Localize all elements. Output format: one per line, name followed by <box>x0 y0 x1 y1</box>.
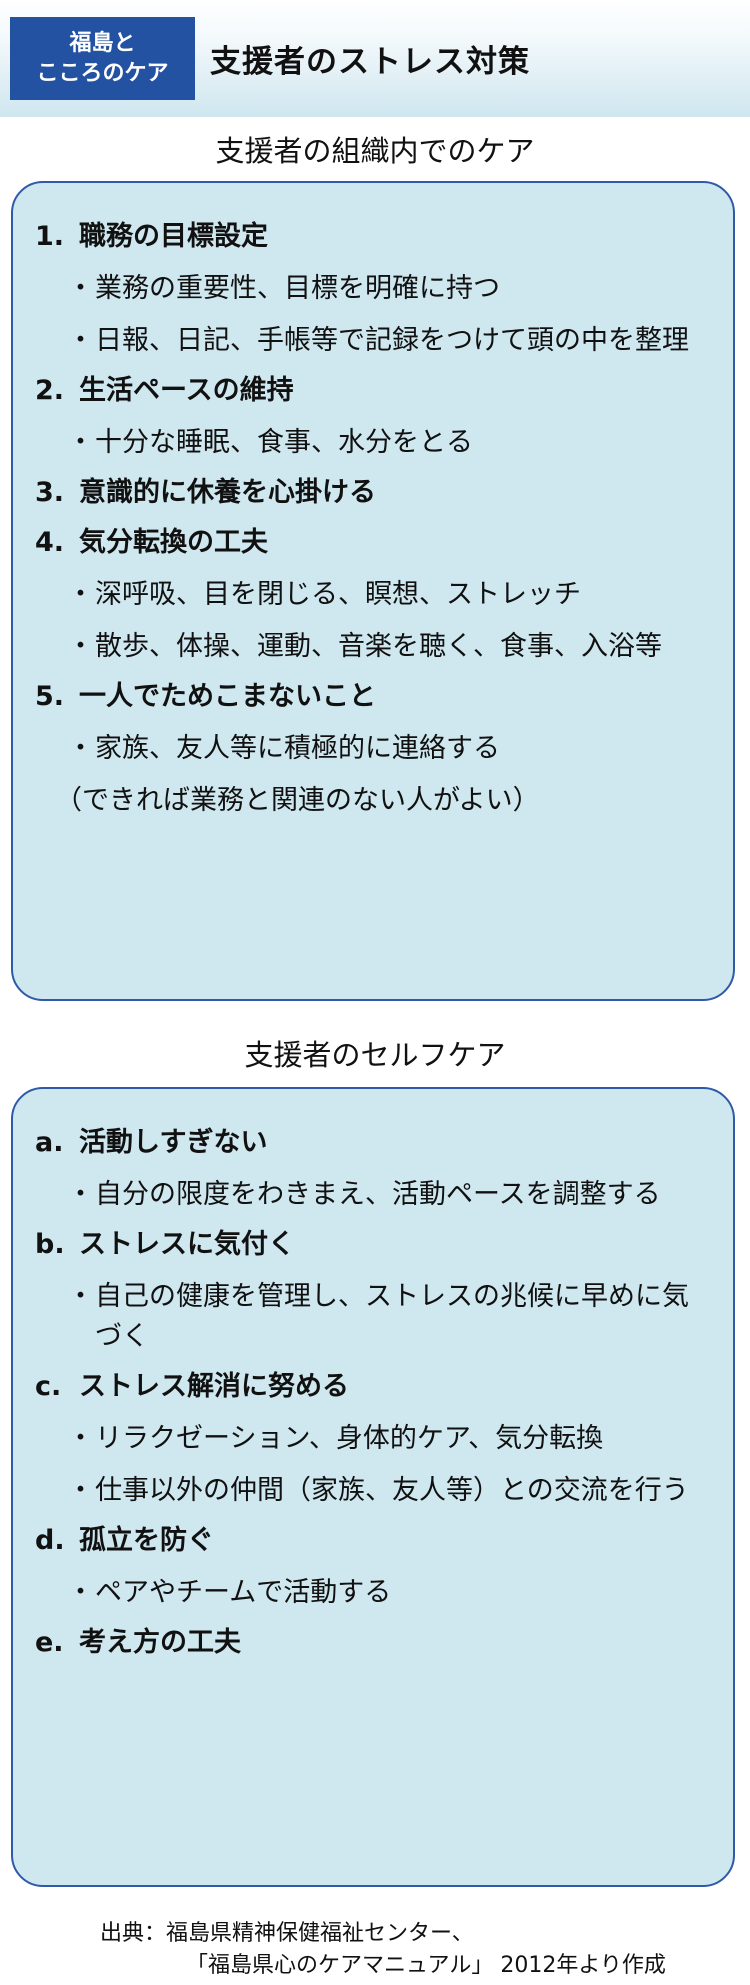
list-item: ・ペアやチームで活動する <box>67 1577 392 1608</box>
section-title-organizational-care: 支援者の組織内でのケア <box>215 134 535 168</box>
list-item: ・仕事以外の仲間（家族、友人等）との交流を行う <box>67 1475 689 1506</box>
list-item: ・十分な睡眠、食事、水分をとる <box>67 427 473 458</box>
group-heading: e.考え方の工夫 <box>35 1627 241 1658</box>
group-heading: b.ストレスに気付く <box>35 1229 295 1260</box>
badge-line-2: こころのケア <box>36 60 169 86</box>
section-title-self-care: 支援者のセルフケア <box>244 1038 506 1072</box>
group-heading: d.孤立を防ぐ <box>35 1525 214 1556</box>
list-item: ・業務の重要性、目標を明確に持つ <box>67 273 500 304</box>
group-heading: 3.意識的に休養を心掛ける <box>35 477 376 508</box>
page-title: 支援者のストレス対策 <box>210 44 530 80</box>
group-heading: c.ストレス解消に努める <box>35 1371 349 1402</box>
list-item: ・自分の限度をわきまえ、活動ペースを調整する <box>67 1179 661 1210</box>
list-item: ・散歩、体操、運動、音楽を聴く、食事、入浴等 <box>67 631 662 662</box>
organizational-care-box: 1.職務の目標設定 ・業務の重要性、目標を明確に持つ ・日報、日記、手帳等で記録… <box>11 181 735 1001</box>
group-heading: a.活動しすぎない <box>35 1127 268 1158</box>
list-item: ・自己の健康を管理し、ストレスの兆候に早めに気づく <box>67 1281 689 1352</box>
group-heading: 4.気分転換の工夫 <box>35 527 268 558</box>
note-text: （できれば業務と関連のない人がよい） <box>55 785 540 816</box>
group-heading: 2.生活ペースの維持 <box>35 375 294 406</box>
source-line-1: 出典：福島県精神保健福祉センター、 <box>100 1921 474 1946</box>
self-care-box: a.活動しすぎない ・自分の限度をわきまえ、活動ペースを調整する b.ストレスに… <box>11 1087 735 1887</box>
brand-badge: 福島と こころのケア <box>10 17 195 100</box>
list-item: ・深呼吸、目を閉じる、瞑想、ストレッチ <box>67 579 581 610</box>
badge-line-1: 福島と <box>69 30 136 56</box>
list-item: ・日報、日記、手帳等で記録をつけて頭の中を整理 <box>67 325 689 356</box>
list-item: ・リラクゼーション、身体的ケア、気分転換 <box>67 1423 604 1454</box>
group-heading: 5.一人でためこまないこと <box>35 681 376 712</box>
list-item: ・家族、友人等に積極的に連絡する <box>67 733 500 764</box>
group-heading: 1.職務の目標設定 <box>35 221 268 252</box>
source-line-2: 「福島県心のケアマニュアル」 2012年より作成 <box>186 1953 666 1978</box>
header-band: 福島と こころのケア 支援者のストレス対策 <box>0 0 750 117</box>
